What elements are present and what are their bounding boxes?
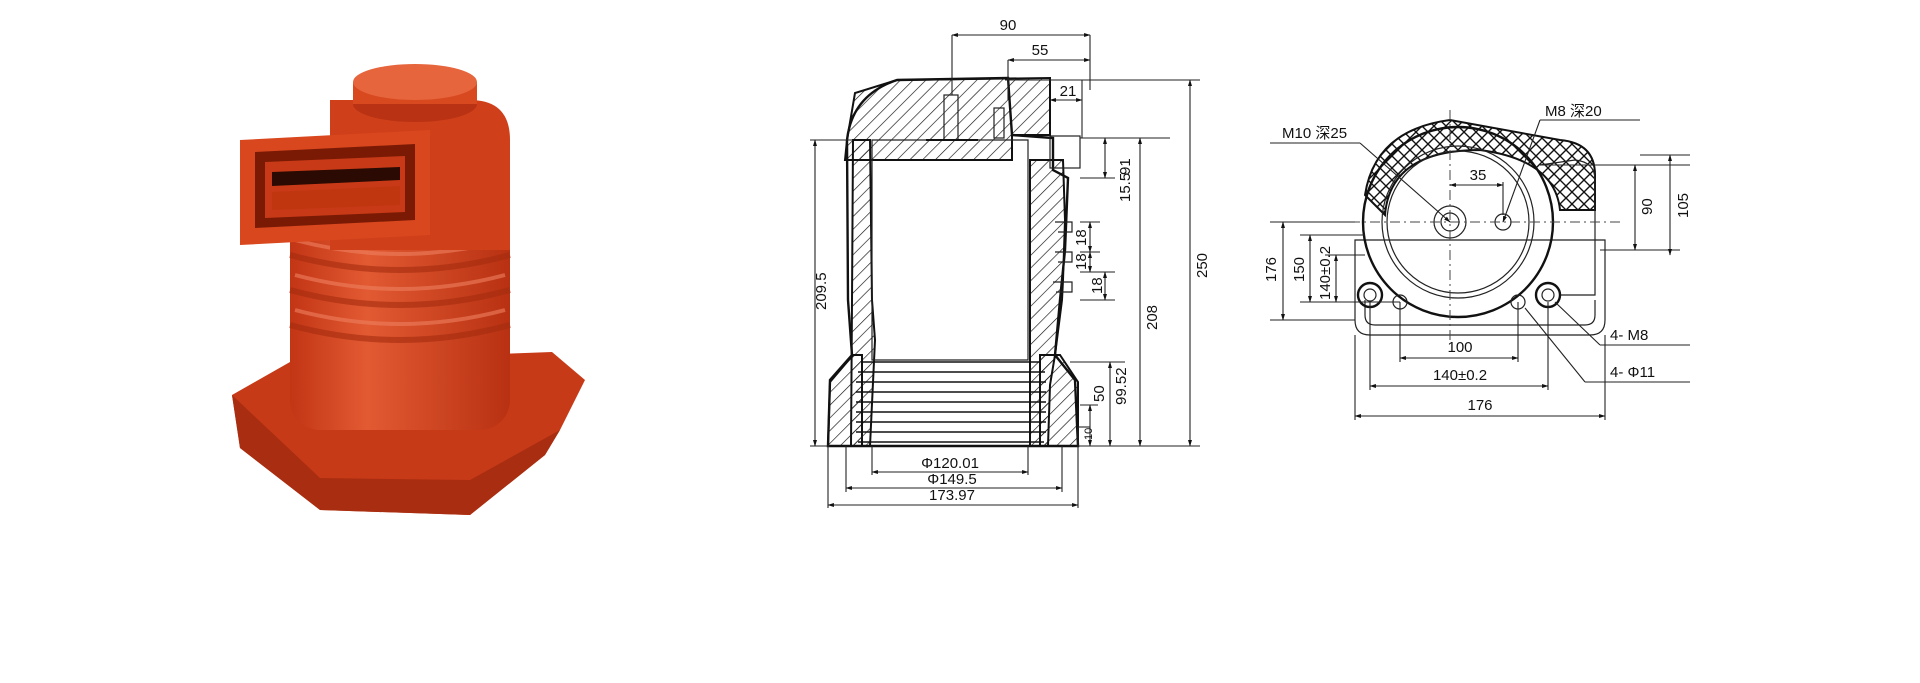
dim-176-h: 176 — [1467, 397, 1492, 414]
dim-250: 250 — [1194, 253, 1211, 278]
label-m10: M10 深25 — [1282, 125, 1347, 142]
inner-bore — [871, 139, 1029, 361]
dim-50: 50 — [1091, 385, 1108, 402]
dim-100: 100 — [1447, 339, 1472, 356]
flange-outline — [1354, 239, 1606, 336]
dim-18-b: 18 — [1073, 253, 1090, 270]
dim-173: 173.97 — [929, 487, 975, 504]
dim-99-52: 99.52 — [1113, 367, 1130, 405]
dim-140-h: 140±0.2 — [1433, 367, 1487, 384]
dim-15-5: 15.5 — [1117, 173, 1134, 202]
dim-91: 91 — [1117, 158, 1134, 175]
top-dimension-lines — [1270, 119, 1690, 420]
dimension-lines — [810, 33, 1200, 508]
side-outline — [826, 76, 1080, 448]
bottom-right-hatch — [1039, 354, 1079, 447]
dim-90-top: 90 — [1639, 198, 1656, 215]
dim-150: 150 — [1291, 257, 1308, 282]
dim-21: 21 — [1060, 83, 1077, 100]
product-photo — [232, 64, 585, 515]
dim-176-v: 176 — [1263, 257, 1280, 282]
dim-10: 10 — [1083, 428, 1095, 440]
dim-35: 35 — [1470, 167, 1487, 184]
dim-208: 208 — [1144, 305, 1161, 330]
dim-90: 90 — [1000, 17, 1017, 34]
side-section-view: 90 55 21 15.5 91 18 18 18 209.5 208 250 … — [810, 17, 1211, 508]
dim-phi-149: Φ149.5 — [927, 471, 977, 488]
top-view: M10 深25 M8 深20 35 90 105 176 150 140±0.2… — [1263, 103, 1692, 420]
label-4-phi11: 4- Φ11 — [1610, 364, 1655, 381]
dim-140-v: 140±0.2 — [1317, 246, 1334, 300]
top-dimension-labels: M10 深25 M8 深20 35 90 105 176 150 140±0.2… — [1263, 103, 1692, 414]
dim-209-5: 209.5 — [813, 272, 830, 310]
label-m8-depth: M8 深20 — [1545, 103, 1602, 120]
dim-18-a: 18 — [1073, 229, 1090, 246]
dim-18-c: 18 — [1089, 277, 1106, 294]
thread-lines — [856, 361, 1046, 443]
dim-phi-120: Φ120.01 — [921, 455, 979, 472]
dim-105: 105 — [1675, 193, 1692, 218]
label-4-m8: 4- M8 — [1610, 327, 1648, 344]
dim-55: 55 — [1032, 42, 1049, 59]
side-dimension-labels: 90 55 21 15.5 91 18 18 18 209.5 208 250 … — [813, 17, 1211, 504]
